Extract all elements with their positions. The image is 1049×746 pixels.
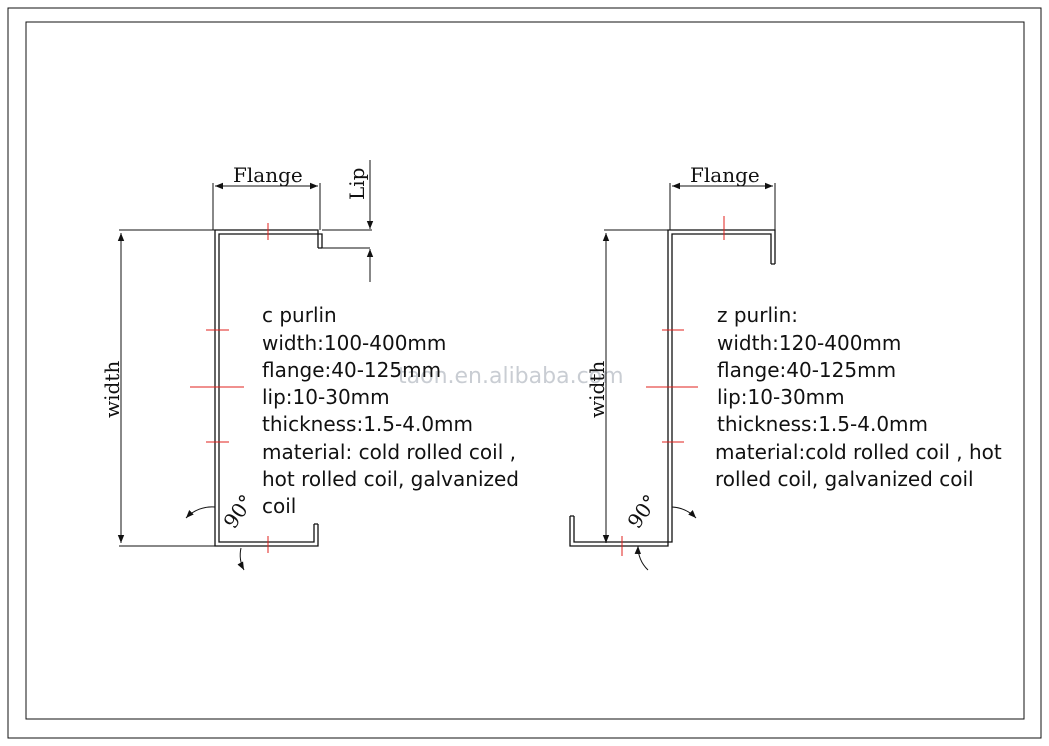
c-purlin-drawing: [117, 160, 374, 571]
z-purlin-flange-label: Flange: [690, 163, 760, 187]
c-purlin-spec-line: thickness:1.5-4.0mm: [262, 412, 473, 436]
c-purlin-width-extension: [119, 229, 215, 547]
z-purlin-angle-arc: [671, 506, 697, 519]
z-purlin-drawing: [569, 182, 776, 571]
c-purlin-spec-line: flange:40-125mm: [262, 358, 441, 382]
c-purlin-spec-title: c purlin: [262, 303, 337, 327]
z-purlin-spec-line: flange:40-125mm: [717, 358, 896, 382]
c-purlin-angle-label: 90°: [218, 490, 258, 533]
z-purlin-spec-line: width:120-400mm: [717, 331, 901, 355]
c-purlin-spec: c purlin width:100-400mm flange:40-125mm…: [262, 303, 519, 518]
c-purlin-flange-extension: [212, 183, 321, 230]
c-purlin-spec-line: coil: [262, 494, 296, 518]
z-purlin-profile-inner: [573, 233, 772, 543]
c-purlin-profile-outer: [214, 229, 319, 547]
c-purlin-angle-arc: [185, 506, 216, 519]
z-purlin-ticks: [621, 216, 725, 556]
z-purlin-width-label: width: [585, 361, 609, 418]
c-purlin-ticks: [190, 223, 269, 553]
z-purlin-angle-label: 90°: [622, 490, 662, 533]
c-purlin-spec-line: material: cold rolled coil ,: [262, 440, 516, 464]
c-purlin-lip-extension: [322, 229, 372, 249]
c-purlin-flange-label: Flange: [233, 163, 303, 187]
outer-frame: [7, 7, 1042, 739]
c-purlin-width-label: width: [100, 361, 124, 418]
c-purlin-spec-line: hot rolled coil, galvanized: [262, 467, 519, 491]
c-purlin-profile-inner: [218, 233, 323, 543]
z-purlin-spec: z purlin: width:120-400mm flange:40-125m…: [715, 303, 1002, 491]
z-purlin-profile-outer: [569, 229, 776, 547]
z-purlin-spec-line: lip:10-30mm: [717, 385, 845, 409]
z-purlin-spec-title: z purlin:: [717, 303, 798, 327]
watermark: taon.en.alibaba.com: [398, 364, 624, 389]
z-purlin-flange-extension: [669, 183, 776, 230]
c-purlin-spec-line: width:100-400mm: [262, 331, 446, 355]
c-purlin-lip-label: Lip: [345, 168, 369, 200]
inner-frame: [25, 21, 1025, 720]
z-purlin-spec-line: thickness:1.5-4.0mm: [717, 412, 928, 436]
z-purlin-spec-line: material:cold rolled coil , hot: [715, 440, 1002, 464]
z-purlin-spec-line: rolled coil, galvanized coil: [715, 467, 974, 491]
c-purlin-spec-line: lip:10-30mm: [262, 385, 390, 409]
